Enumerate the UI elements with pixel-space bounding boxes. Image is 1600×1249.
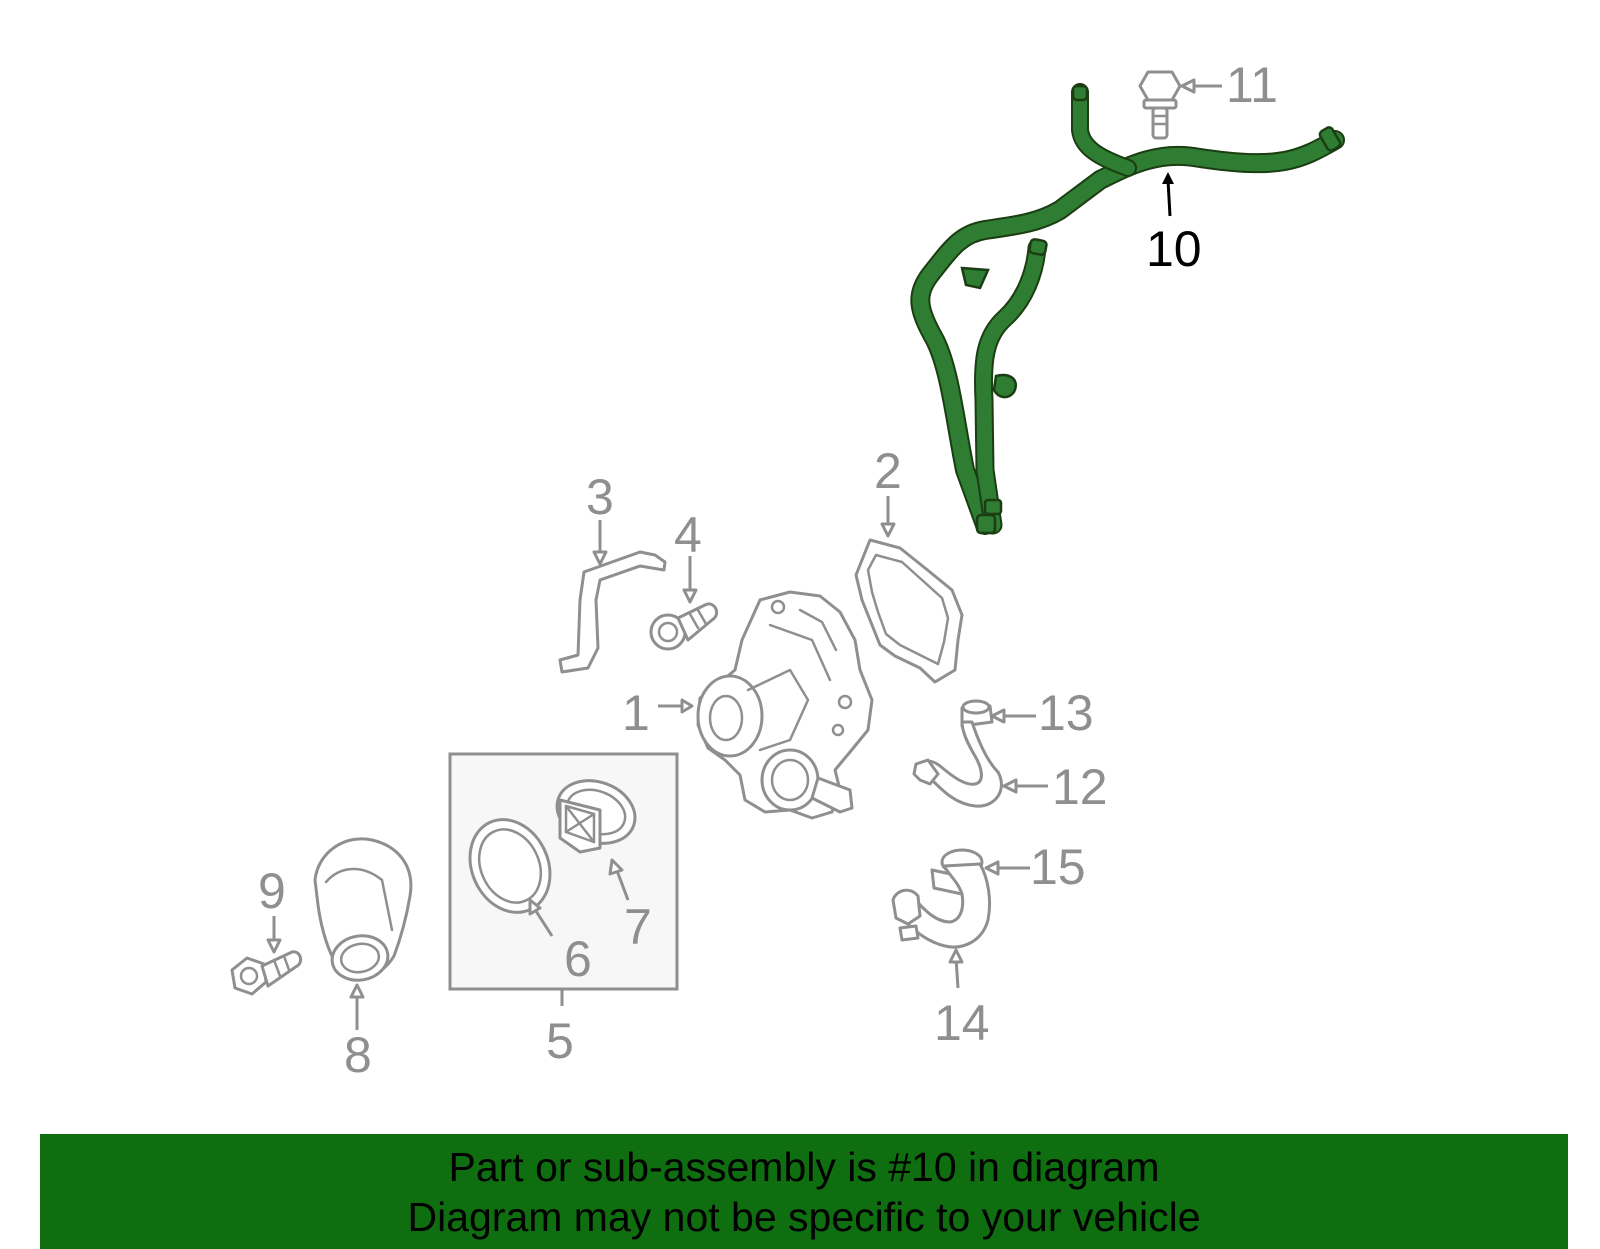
callout-11: 11 bbox=[1226, 57, 1278, 113]
part-10-coolant-pipe[interactable] bbox=[910, 83, 1345, 535]
part-10-tab bbox=[992, 373, 1017, 399]
part-10-bottom-end-b bbox=[983, 498, 1003, 516]
part-10-lower-end-cap bbox=[1028, 238, 1048, 256]
part-7-thermostat[interactable] bbox=[548, 770, 644, 854]
callout-15: 15 bbox=[1030, 839, 1086, 895]
part-14-hose[interactable] bbox=[891, 862, 992, 949]
callout-13: 13 bbox=[1038, 685, 1094, 741]
callout-5: 5 bbox=[546, 1013, 574, 1069]
part-11-bolt[interactable] bbox=[1138, 70, 1182, 140]
callout-6: 6 bbox=[564, 931, 592, 987]
callout-2: 2 bbox=[874, 443, 902, 499]
callout-8: 8 bbox=[344, 1027, 372, 1083]
leader-lines bbox=[266, 78, 1222, 1030]
part-12-hose[interactable] bbox=[912, 720, 1003, 808]
banner-line-1: Part or sub-assembly is #10 in diagram bbox=[448, 1143, 1160, 1190]
callout-12: 12 bbox=[1052, 759, 1108, 815]
part-10-top-end-cap bbox=[1071, 84, 1089, 102]
part-10-main-tube bbox=[912, 132, 1343, 533]
part-10-upper-branch bbox=[1073, 85, 1135, 175]
callout-3: 3 bbox=[586, 469, 614, 525]
callout-4: 4 bbox=[674, 507, 702, 563]
callout-10: 10 bbox=[1146, 221, 1202, 277]
callout-9: 9 bbox=[258, 863, 286, 919]
part-9-bolt[interactable] bbox=[230, 950, 303, 996]
part-3-bracket[interactable] bbox=[558, 550, 667, 674]
banner-line-2: Diagram may not be specific to your vehi… bbox=[407, 1193, 1201, 1240]
info-banner: Part or sub-assembly is #10 in diagram D… bbox=[40, 1134, 1568, 1249]
part-8-thermostat-housing[interactable] bbox=[313, 837, 413, 985]
part-1-water-pump[interactable] bbox=[696, 590, 874, 820]
part-10-end-cap bbox=[1318, 126, 1342, 152]
callout-1: 1 bbox=[622, 685, 650, 741]
part-2-gasket[interactable] bbox=[854, 538, 964, 684]
part-4-bolt[interactable] bbox=[649, 602, 719, 651]
callout-14: 14 bbox=[934, 995, 990, 1051]
callout-7: 7 bbox=[624, 899, 652, 955]
part-10-lower-branch bbox=[975, 240, 1045, 533]
callout-labels: 1 2 3 4 5 6 7 8 9 10 11 12 13 14 15 bbox=[258, 57, 1278, 1083]
part-10-bracket bbox=[960, 266, 990, 290]
part-6-seal-ring[interactable] bbox=[455, 806, 564, 925]
part-10-bottom-end-a bbox=[975, 513, 997, 535]
